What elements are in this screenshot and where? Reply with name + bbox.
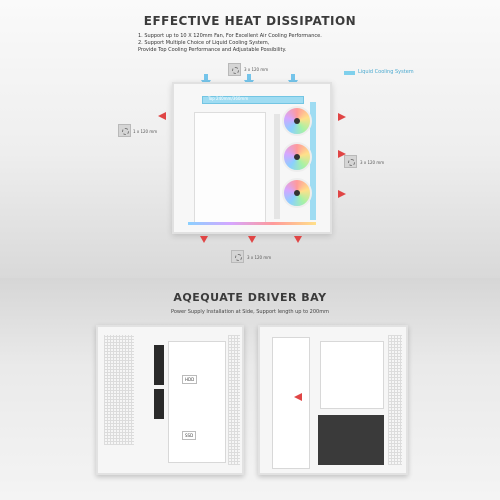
case-left-rear-view: HDD SSD <box>96 325 244 475</box>
bottom-fan-label: 3 x 120 mm <box>247 255 272 260</box>
liquid-cooling-legend-label: Liquid Cooling System <box>358 69 414 75</box>
top-fan-icon <box>228 63 241 76</box>
cable-cutout <box>154 389 164 419</box>
driver-bay-title: AQEQUATE DRIVER BAY <box>173 291 327 304</box>
bottom-fan-icon <box>231 250 244 263</box>
top-radiator <box>202 96 304 104</box>
intake-arrow-stem <box>204 74 208 80</box>
driver-bay-section <box>0 278 500 500</box>
rgb-fan-icon <box>282 178 312 208</box>
intake-arrow-stem <box>291 74 295 80</box>
exhaust-arrow-icon <box>294 236 302 243</box>
pc-case-cooling-view: Top 240mm/360mm <box>172 82 332 234</box>
rear-panel <box>168 341 226 463</box>
front-radiator <box>310 102 316 220</box>
exhaust-arrow-icon <box>338 150 346 158</box>
heat-feature-list: 1. Support up to 10 X 120mm Fan, For Exc… <box>138 33 322 54</box>
front-grille <box>388 335 402 465</box>
cable-management-strip <box>274 114 280 219</box>
rgb-fan-icon <box>282 142 312 172</box>
driver-bay-subtitle: Power Supply Installation at Side, Suppo… <box>171 309 329 315</box>
motherboard-tray <box>194 112 266 224</box>
top-radiator-label: Top 240mm/360mm <box>208 96 249 101</box>
exhaust-arrow-icon <box>338 190 346 198</box>
exhaust-arrow-icon <box>158 112 166 120</box>
liquid-cooling-legend-swatch <box>344 71 355 75</box>
rgb-fan-icon <box>282 106 312 136</box>
psu-direction-arrow-icon <box>294 393 302 401</box>
power-supply-unit <box>318 415 384 465</box>
motherboard-area <box>320 341 384 409</box>
side-grille <box>104 335 134 445</box>
front-grille <box>228 335 240 465</box>
feature-bullet: 2. Support Multiple Choice of Liquid Coo… <box>138 40 270 46</box>
rear-io-panel <box>272 337 310 469</box>
heat-dissipation-title: EFFECTIVE HEAT DISSIPATION <box>143 14 357 28</box>
side-fan-label: 3 x 120 mm <box>360 160 385 165</box>
exhaust-arrow-icon <box>200 236 208 243</box>
feature-bullet: 1. Support up to 10 X 120mm Fan, For Exc… <box>138 33 322 39</box>
feature-bullet: Provide Top Cooling Performance and Adju… <box>138 47 287 53</box>
side-fan-icon <box>344 155 357 168</box>
bottom-rgb-strip <box>188 222 316 225</box>
intake-arrow-stem <box>247 74 251 80</box>
hdd-bay-label: HDD <box>182 375 198 384</box>
exhaust-arrow-icon <box>248 236 256 243</box>
cable-cutout <box>154 345 164 385</box>
top-fan-label: 3 x 120 mm <box>244 67 269 72</box>
ssd-bay-label: SSD <box>182 431 197 440</box>
rear-fan-label: 1 x 120 mm <box>133 129 158 134</box>
case-right-rear-view <box>258 325 408 475</box>
exhaust-arrow-icon <box>338 113 346 121</box>
rear-fan-icon <box>118 124 131 137</box>
